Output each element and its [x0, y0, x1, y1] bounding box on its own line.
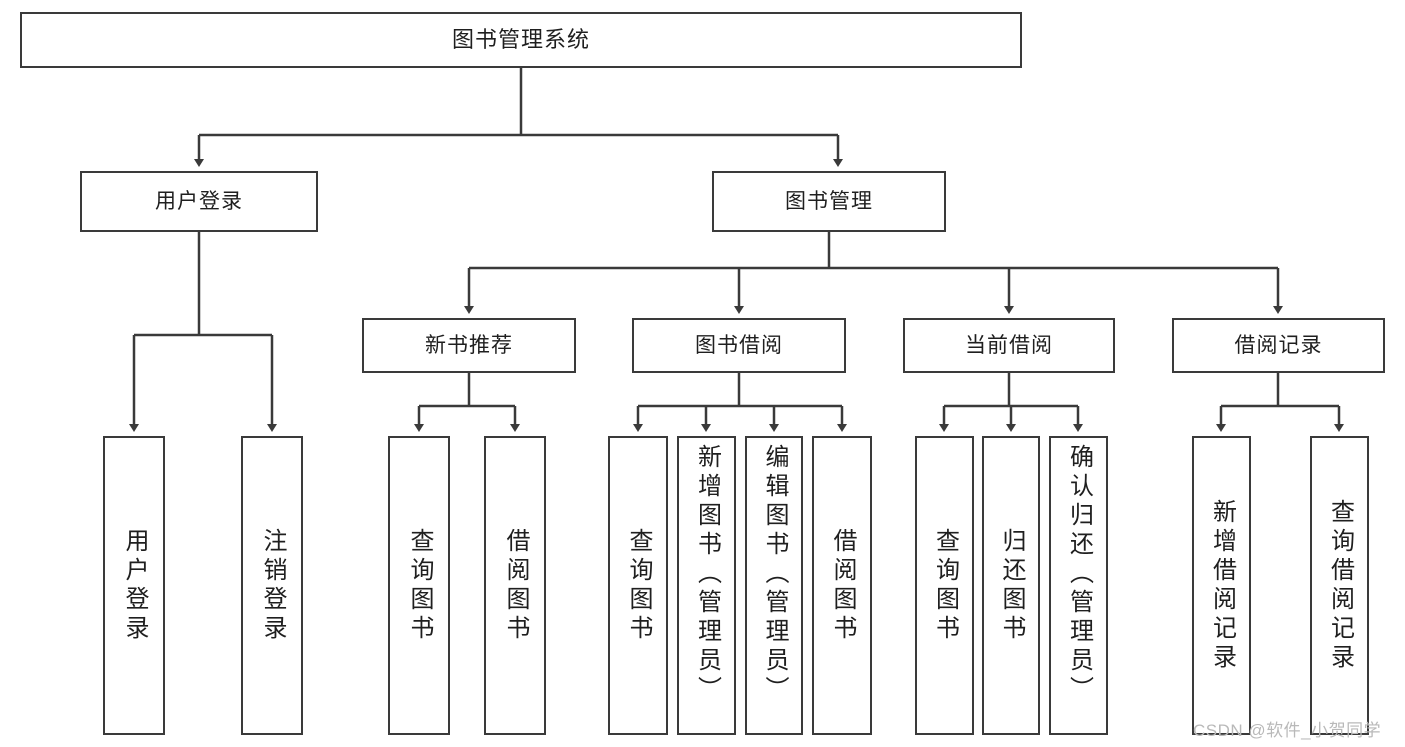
node-br-add-record-label: 新增借阅记录 [1208, 498, 1236, 673]
node-book-borrow-label: 图书借阅 [695, 333, 783, 357]
node-user-login-label: 用户登录 [155, 189, 243, 213]
node-current-borrow-label: 当前借阅 [965, 333, 1053, 357]
node-bb-edit-book[interactable]: 编辑图书（管理员） [745, 436, 803, 735]
node-book-manage[interactable]: 图书管理 [712, 171, 946, 232]
node-root-label: 图书管理系统 [451, 26, 590, 52]
node-current-borrow[interactable]: 当前借阅 [903, 318, 1115, 373]
node-borrow-record[interactable]: 借阅记录 [1172, 318, 1385, 373]
node-cb-return-book-label: 归还图书 [998, 527, 1025, 644]
node-bb-add-book[interactable]: 新增图书（管理员） [677, 436, 736, 735]
node-cb-confirm-return-label: 确认归还（管理员） [1065, 444, 1093, 705]
node-cb-confirm-return[interactable]: 确认归还（管理员） [1049, 436, 1108, 735]
node-new-book-rec[interactable]: 新书推荐 [362, 318, 576, 373]
node-cb-return-book[interactable]: 归还图书 [982, 436, 1040, 735]
node-logout-leaf[interactable]: 注销登录 [241, 436, 303, 735]
node-rec-query-book-label: 查询图书 [406, 527, 433, 644]
node-bb-borrow-book[interactable]: 借阅图书 [812, 436, 872, 735]
node-br-add-record[interactable]: 新增借阅记录 [1192, 436, 1251, 735]
csdn-watermark: CSDN @软件_小贺同学 [1193, 721, 1382, 740]
node-br-query-record-label: 查询借阅记录 [1326, 498, 1354, 673]
node-user-login-leaf[interactable]: 用户登录 [103, 436, 165, 735]
node-bb-add-book-label: 新增图书（管理员） [693, 444, 721, 705]
node-root[interactable]: 图书管理系统 [20, 12, 1022, 68]
node-rec-borrow-book[interactable]: 借阅图书 [484, 436, 546, 735]
node-bb-borrow-book-label: 借阅图书 [829, 527, 856, 644]
node-user-login[interactable]: 用户登录 [80, 171, 318, 232]
node-borrow-record-label: 借阅记录 [1234, 333, 1323, 357]
node-logout-leaf-label: 注销登录 [259, 527, 286, 644]
node-user-login-leaf-label: 用户登录 [121, 527, 148, 644]
node-book-borrow[interactable]: 图书借阅 [632, 318, 846, 373]
node-new-book-rec-label: 新书推荐 [425, 333, 513, 357]
node-book-manage-label: 图书管理 [785, 189, 873, 213]
node-cb-query-book[interactable]: 查询图书 [915, 436, 974, 735]
node-br-query-record[interactable]: 查询借阅记录 [1310, 436, 1369, 735]
node-rec-query-book[interactable]: 查询图书 [388, 436, 450, 735]
node-cb-query-book-label: 查询图书 [931, 527, 959, 644]
node-bb-edit-book-label: 编辑图书（管理员） [761, 444, 788, 705]
node-rec-borrow-book-label: 借阅图书 [502, 527, 529, 644]
node-bb-query-book-label: 查询图书 [625, 527, 652, 644]
node-bb-query-book[interactable]: 查询图书 [608, 436, 668, 735]
